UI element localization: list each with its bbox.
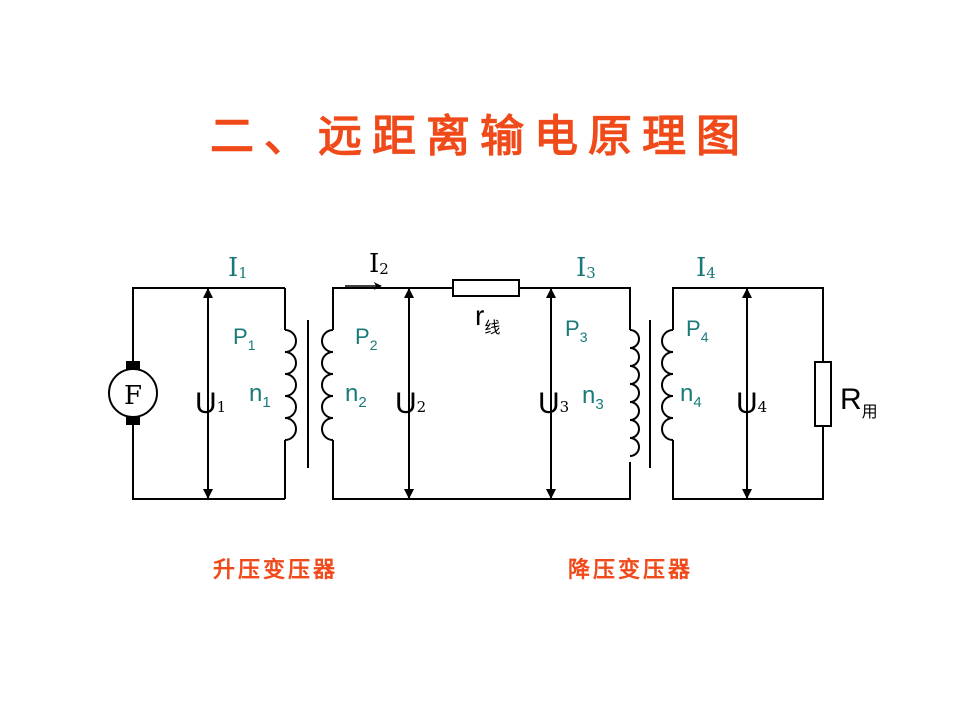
load-resistor-label: R用 (840, 383, 878, 421)
turns-label-n3: n3 (582, 382, 604, 413)
step-down-primary-coil (629, 329, 640, 457)
turns-label-n1: n1 (249, 380, 271, 411)
step-down-secondary-coil (661, 329, 674, 441)
line-resistor-label: r线 (475, 300, 500, 337)
page-title: 二、远距离输电原理图 (210, 111, 750, 162)
voltage-label-u1: U1 (195, 387, 226, 420)
voltage-label-u2: U2 (395, 387, 426, 420)
step-up-secondary-coil (321, 329, 334, 441)
power-label-p4: P4 (686, 316, 709, 345)
step-down-transformer-caption: 降压变压器 (568, 557, 694, 583)
voltage-label-u3: U3 (538, 387, 569, 420)
power-label-p3: P3 (565, 316, 588, 345)
load-resistor-symbol (814, 361, 832, 427)
current-label-i1: I1 (228, 253, 248, 283)
voltage-label-u4: U4 (736, 387, 767, 420)
power-label-p1: P1 (233, 324, 256, 353)
step-up-primary-coil (284, 329, 297, 441)
turns-label-n2: n2 (345, 380, 367, 411)
current-label-i2: I2 (369, 249, 389, 279)
step-up-transformer-caption: 升压变压器 (213, 557, 339, 583)
line-resistor-symbol (452, 279, 520, 297)
circuit-1-wiring (132, 287, 286, 500)
generator-label: F (124, 381, 142, 411)
turns-label-n4: n4 (680, 380, 702, 411)
generator-symbol (108, 361, 158, 425)
current-label-i3: I3 (576, 253, 596, 283)
current-label-i4: I4 (696, 253, 716, 283)
power-label-p2: P2 (355, 324, 378, 353)
